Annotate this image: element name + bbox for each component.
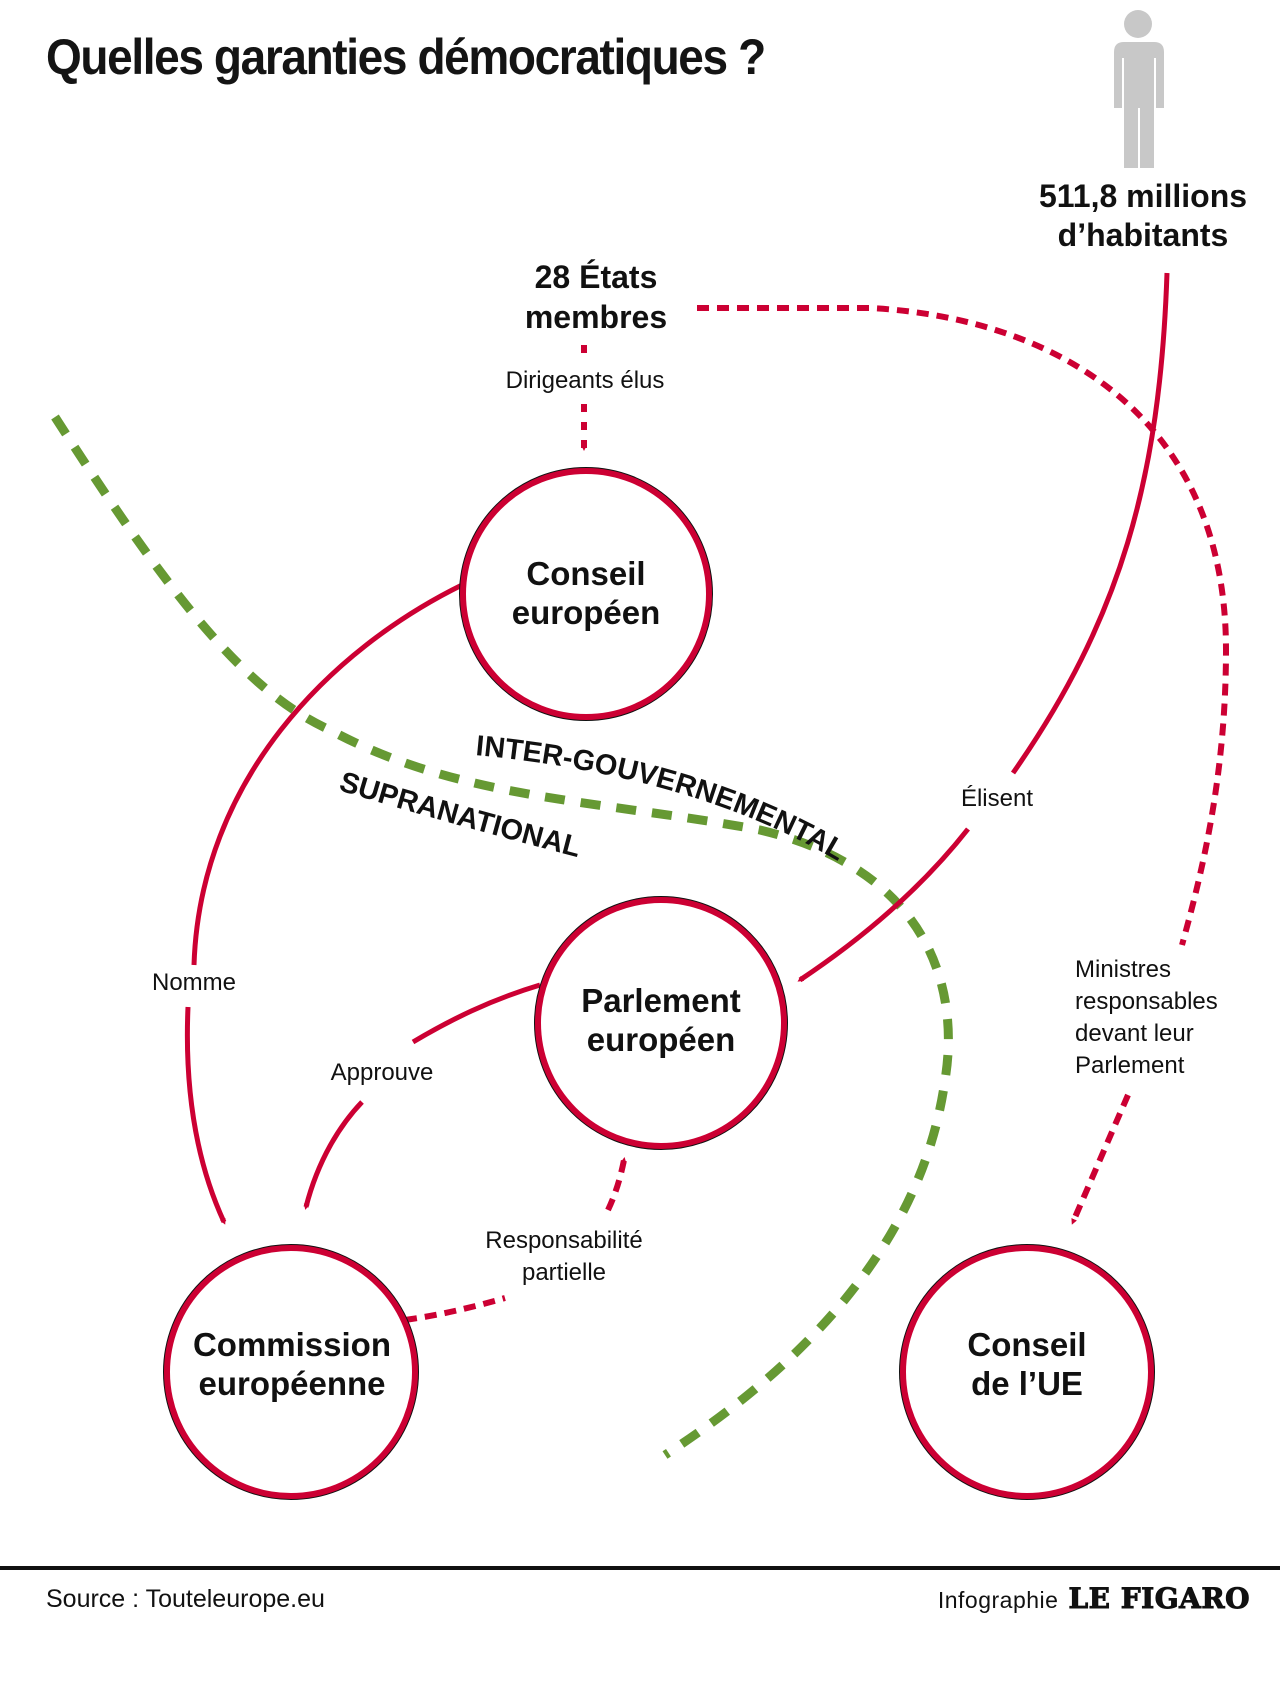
edge-label-ministres-1: Ministres [1075,956,1171,983]
zone-label-supranational: SUPRANATIONAL [336,766,584,864]
edge-responsabilite-top [605,1157,627,1212]
edge-label-elisent: Élisent [961,785,1033,812]
edge-approuve-top [411,982,541,1045]
source-text: Source : Touteleurope.eu [46,1585,325,1613]
node-conseil-ue-line2: de l’UE [971,1365,1083,1402]
edge-responsabilite-bottom [404,1295,506,1323]
edge-ministres-bottom [1070,1093,1131,1225]
credit-label: Infographie [937,1587,1059,1613]
edge-label-ministres-4: Parlement [1075,1052,1185,1079]
member-states-line1: 28 États [535,259,658,295]
edge-ministres-top [697,305,1230,946]
member-states-line2: membres [525,299,667,335]
edge-elisent-top [1010,272,1170,775]
node-conseil-europeen-line1: Conseil [526,555,645,592]
node-parlement-line1: Parlement [581,982,741,1019]
le-figaro-logo: LE FIGARO [1068,1582,1250,1616]
boundary-line [51,414,953,1459]
footer-divider [0,1566,1280,1570]
node-conseil-europeen[interactable]: Conseil européen [459,467,713,721]
node-conseil-ue[interactable]: Conseil de l’UE [899,1244,1155,1500]
edge-label-responsabilite-1: Responsabilité [485,1227,642,1254]
node-commission-line1: Commission [193,1326,391,1363]
person-icon [1114,10,1164,168]
edge-label-ministres-3: devant leur [1075,1020,1194,1047]
edge-nomme-top [191,582,464,966]
node-commission-line2: européenne [198,1365,385,1402]
edge-label-responsabilite-2: partielle [522,1259,606,1286]
node-conseil-ue-line1: Conseil [967,1326,1086,1363]
edge-label-approuve: Approuve [331,1059,434,1086]
credit: Infographie LE FIGARO [937,1582,1250,1616]
node-conseil-europeen-line2: européen [512,594,661,631]
edge-elisent-bottom [797,827,970,983]
node-parlement-line2: européen [587,1021,736,1058]
node-commission-europeenne[interactable]: Commission européenne [163,1244,419,1500]
node-parlement-europeen[interactable]: Parlement européen [534,896,788,1150]
population-line2: d’habitants [1058,217,1229,253]
page-title: Quelles garanties démocratiques ? [46,29,766,85]
population-line1: 511,8 millions [1039,178,1247,214]
edge-nomme-bottom [184,1006,227,1225]
edge-label-ministres-2: responsables [1075,988,1218,1015]
edge-approuve-bottom [303,1100,364,1210]
edge-label-dirigeants-elus: Dirigeants élus [506,367,665,394]
edge-label-nomme: Nomme [152,969,236,996]
